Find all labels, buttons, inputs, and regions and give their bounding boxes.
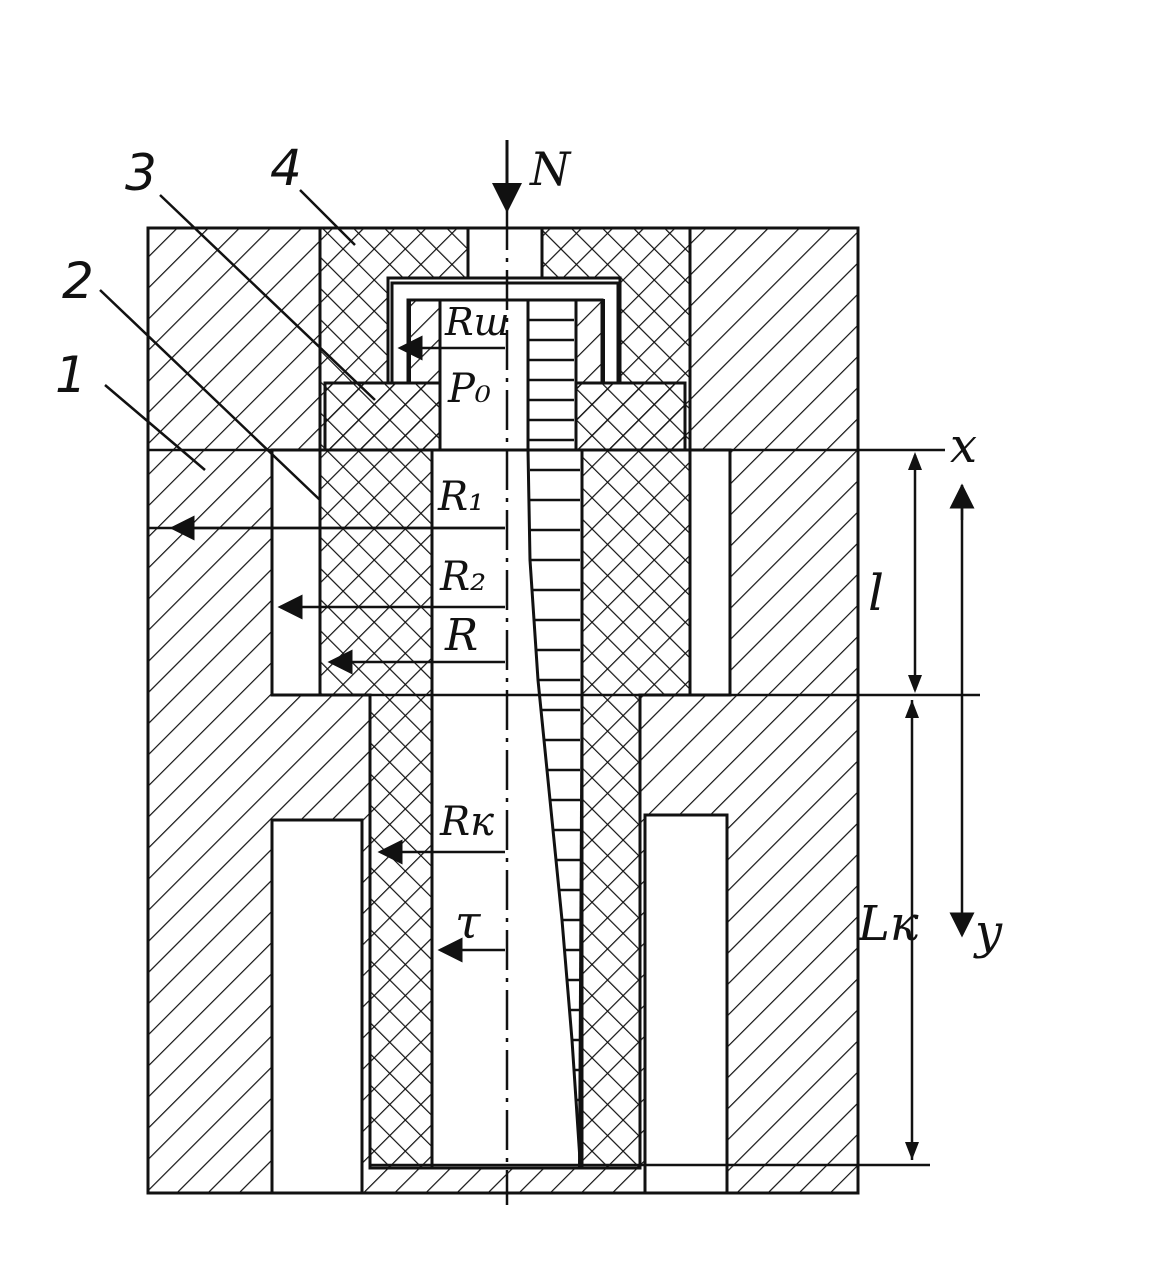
x-axis-label: x — [950, 418, 977, 474]
part-number-3: 3 — [125, 144, 157, 202]
label-tau: τ — [455, 895, 482, 949]
force-label: N — [529, 142, 572, 196]
part-number-2: 2 — [62, 252, 94, 310]
leader-part-3 — [159, 194, 376, 401]
label-r2: R₂ — [439, 554, 486, 600]
label-p0: P₀ — [447, 366, 491, 412]
label-r: R — [444, 610, 478, 661]
leader-part-1 — [104, 384, 206, 471]
label-r1: R₁ — [437, 474, 484, 520]
label-r-sh: Rш — [444, 300, 510, 344]
dimension-lk-label: Lк — [857, 896, 919, 952]
die-part-2 — [318, 448, 692, 1170]
leader-part-2 — [99, 289, 321, 501]
dimension-l-label: l — [868, 564, 884, 622]
y-axis-label: y — [973, 904, 1003, 960]
leader-part-4 — [299, 189, 356, 246]
pressure-distribution — [528, 318, 580, 1102]
label-rk: Rк — [439, 799, 494, 845]
plunger-part-3 — [323, 281, 687, 452]
part-number-1: 1 — [55, 346, 87, 404]
part-number-4: 4 — [270, 139, 302, 197]
pressure-envelope-curve — [526, 300, 582, 1161]
